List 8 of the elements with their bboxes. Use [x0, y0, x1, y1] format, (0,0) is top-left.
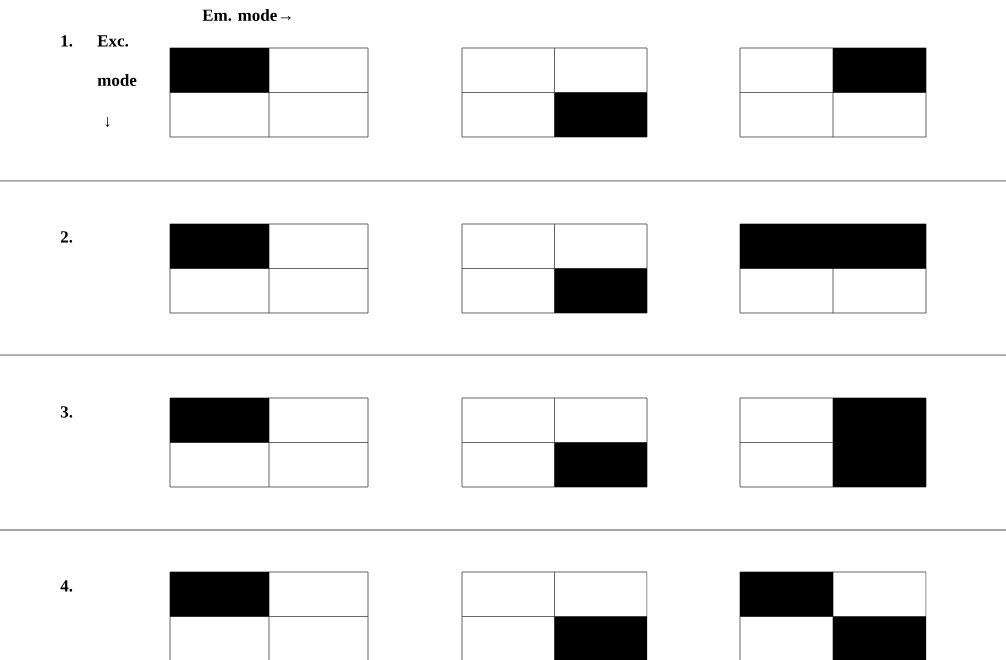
axis-label: mode — [97, 74, 137, 86]
row-number: 2. — [60, 231, 73, 243]
row-number: 4. — [60, 580, 73, 592]
row-number: 1. — [61, 35, 73, 47]
row-number: 3. — [60, 406, 73, 418]
axis-label: Em. mode→ — [202, 9, 291, 21]
direction-arrow: ↓ — [105, 116, 110, 127]
axis-label: Exc. — [97, 35, 129, 47]
